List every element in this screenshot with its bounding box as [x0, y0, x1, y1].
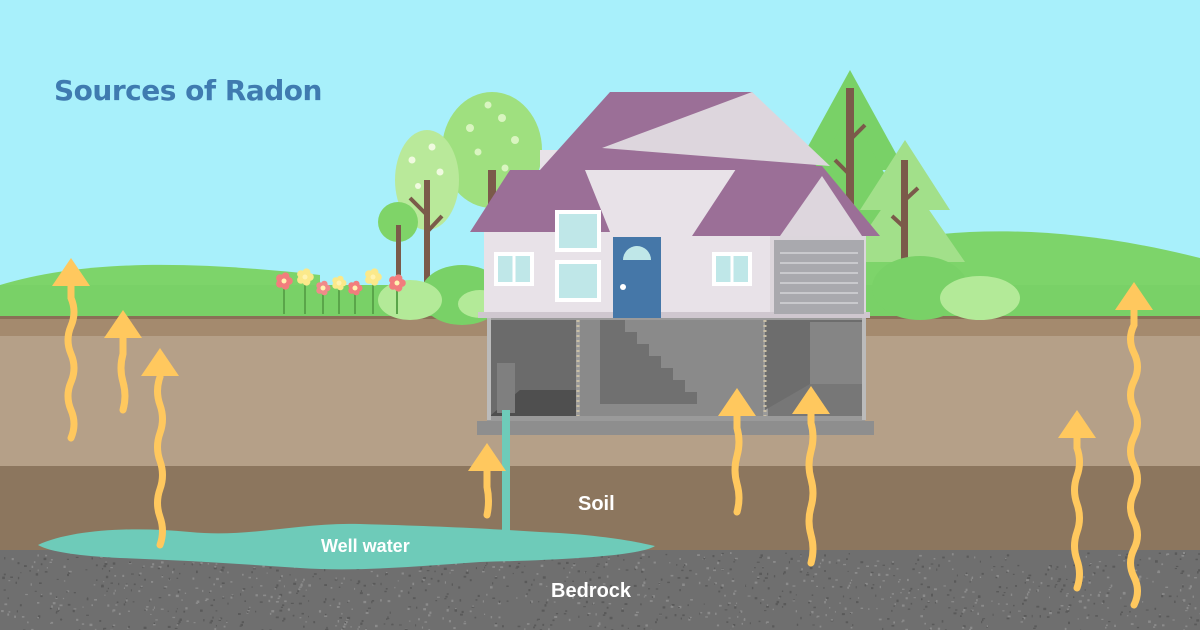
radon-arrow-shaft-5: [731, 410, 743, 516]
radon-arrows: [52, 258, 1153, 609]
well-water-pool: [38, 523, 655, 570]
radon-arrow-shaft-6: [805, 408, 817, 567]
page-title: Sources of Radon: [54, 74, 322, 107]
house: [470, 92, 880, 318]
radon-arrow-head-7: [1058, 410, 1096, 438]
roof-gable: [602, 92, 830, 166]
flower-bed: [276, 268, 406, 314]
bedrock-layer: [0, 550, 1200, 630]
bush-right: [872, 256, 1020, 320]
well-pipe-head: [497, 363, 515, 413]
well-pipe: [502, 410, 510, 538]
radon-arrow-shaft-2: [117, 332, 129, 414]
radon-arrow-shaft-4: [483, 465, 492, 519]
radon-arrow-head-1: [52, 258, 90, 286]
well-water-label: Well water: [321, 536, 410, 556]
soil-label: Soil: [578, 493, 615, 515]
radon-arrow-shaft-8: [1127, 304, 1141, 609]
bush-left: [378, 265, 504, 325]
radon-arrow-head-6: [792, 386, 830, 414]
radon-arrow-shaft-3: [154, 370, 166, 549]
radon-arrow-head-8: [1115, 282, 1153, 310]
radon-arrow-head-3: [141, 348, 179, 376]
radon-arrow-shaft-7: [1071, 432, 1083, 592]
pine-tree-short: [845, 140, 965, 280]
tree-oval: [395, 130, 459, 285]
radon-arrow-head-5: [718, 388, 756, 416]
bedrock-label: Bedrock: [551, 580, 632, 602]
radon-arrow-shaft-1: [64, 280, 78, 442]
tree-small-left: [378, 202, 418, 275]
radon-arrow-head-4: [468, 443, 506, 471]
basement-slab: [477, 421, 874, 435]
radon-arrow-head-2: [104, 310, 142, 338]
bedrock-texture: [1, 552, 1200, 630]
garage-gable: [780, 176, 862, 236]
